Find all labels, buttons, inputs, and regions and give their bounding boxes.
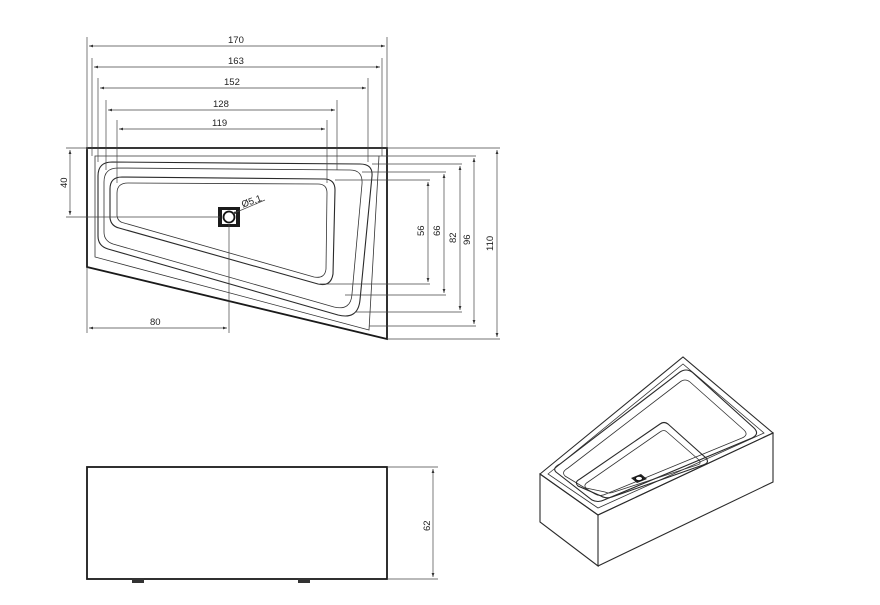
dim-119: 119: [212, 118, 227, 129]
dim-56: 56: [416, 225, 427, 236]
dim-80: 80: [150, 317, 161, 328]
plan-rim-line: [94, 155, 380, 331]
dim-170: 170: [228, 35, 244, 46]
dim-40: 40: [59, 177, 70, 188]
plan-view: Ø5,1 170 163 152 128 119 40: [59, 35, 500, 341]
dim-152: 152: [224, 77, 240, 88]
dim-163: 163: [228, 56, 244, 67]
plan-basin-floor-inner: [116, 182, 328, 278]
plan-basin-outer: [97, 161, 373, 317]
dim-96: 96: [462, 234, 473, 245]
dim-128: 128: [213, 99, 229, 110]
plan-basin-floor: [109, 176, 336, 286]
isometric-view: [539, 356, 775, 568]
dim-110: 110: [485, 236, 496, 251]
side-view: 62: [86, 466, 438, 583]
dim-66: 66: [432, 225, 443, 236]
dim-82: 82: [448, 232, 459, 243]
plan-basin-mid: [103, 167, 363, 309]
label-drain-diameter: Ø5,1: [240, 193, 263, 210]
dim-62: 62: [422, 520, 433, 531]
foot-right: [298, 578, 310, 583]
foot-left: [132, 578, 144, 583]
side-view-panel: [86, 466, 388, 580]
